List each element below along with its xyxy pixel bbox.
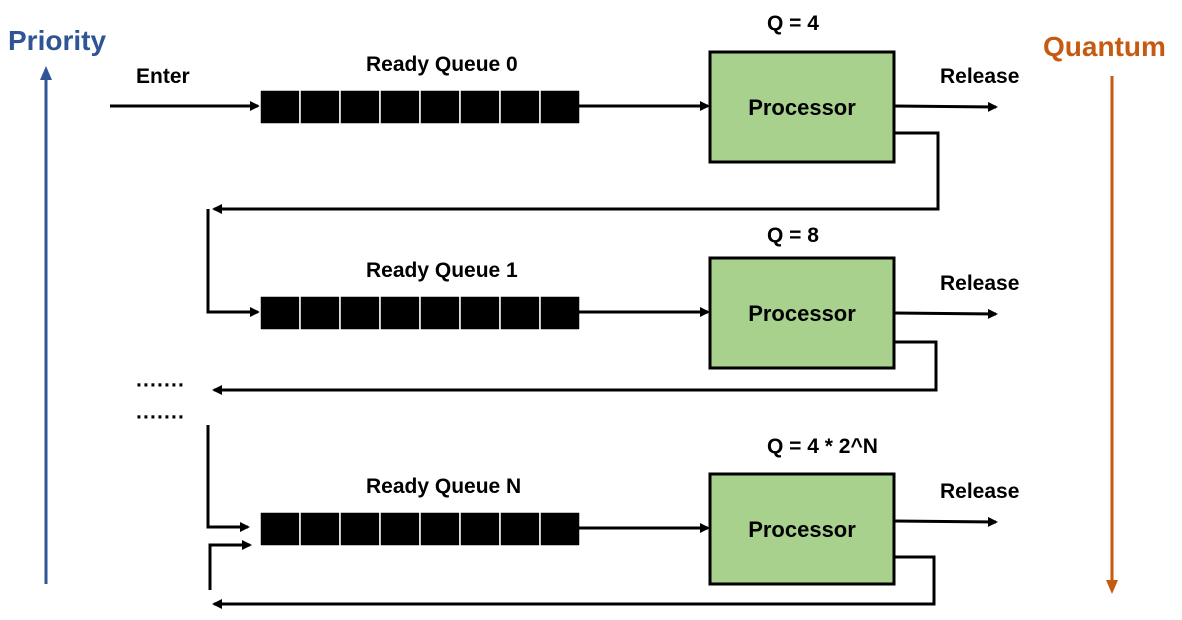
processor-1-label: Processor xyxy=(748,301,856,326)
demote-0-entry-line xyxy=(206,209,260,317)
queue-slot xyxy=(339,511,381,547)
queue-1-quantum: Q = 8 xyxy=(767,224,819,247)
queue-0-quantum: Q = 4 xyxy=(767,12,819,35)
queue-slot xyxy=(419,511,461,547)
release-n-label: Release xyxy=(940,480,1019,503)
queue-1-label: Ready Queue 1 xyxy=(366,259,518,282)
queue-slot xyxy=(459,295,501,331)
queue-slot xyxy=(339,295,381,331)
ellipsis-2: ······· xyxy=(136,406,185,429)
queue-slot xyxy=(379,89,421,125)
release-1-label: Release xyxy=(940,272,1019,295)
processor-0-label: Processor xyxy=(748,95,856,120)
queue-1: Ready Queue 1 Q = 8 Processor Release xyxy=(206,209,1019,395)
queue-slot xyxy=(299,295,341,331)
queue-n: Ready Queue N Q = 4 * 2^N Processor Rele… xyxy=(206,425,1019,609)
queue-slot xyxy=(539,511,581,547)
queue-slot xyxy=(499,511,541,547)
processor-n-box xyxy=(708,472,896,586)
queue-slot xyxy=(459,89,501,125)
queue-slot xyxy=(299,89,341,125)
queue-slot xyxy=(499,295,541,331)
queue-slot xyxy=(379,295,421,331)
queue-0-cells xyxy=(259,89,581,125)
demote-n-entry-line xyxy=(206,425,250,532)
queue-slot xyxy=(339,89,381,125)
release-0-arrow xyxy=(893,101,998,112)
processor-n-label: Processor xyxy=(748,517,856,542)
release-0-label: Release xyxy=(940,65,1019,88)
queue-slot xyxy=(459,511,501,547)
queue-slot xyxy=(299,511,341,547)
queue-slot xyxy=(539,295,581,331)
release-1-arrow xyxy=(893,308,998,319)
queue-slot xyxy=(499,89,541,125)
demote-0-line xyxy=(212,131,940,214)
enter-label: Enter xyxy=(136,65,190,88)
quantum-arrow-head xyxy=(1106,580,1118,594)
queue-0: Ready Queue 0 Q = 4 Processor Release xyxy=(212,12,1019,214)
demote-1-line xyxy=(212,340,938,395)
queue-slot xyxy=(379,511,421,547)
ellipsis-1: ······· xyxy=(136,374,185,397)
priority-arrow-head xyxy=(40,66,52,80)
queue-1-cells xyxy=(259,295,581,331)
queue-n-label: Ready Queue N xyxy=(366,475,521,498)
queue-slot xyxy=(259,89,301,125)
queue-0-label: Ready Queue 0 xyxy=(366,53,518,76)
queue-n-cells xyxy=(259,511,581,547)
release-n-arrow xyxy=(893,516,998,527)
queue-slot xyxy=(259,511,301,547)
processor-0-box xyxy=(708,50,896,164)
queue-slot xyxy=(539,89,581,125)
queue-slot xyxy=(259,295,301,331)
priority-label: Priority xyxy=(8,25,106,56)
loop-back-entry-line xyxy=(208,540,252,590)
queue-slot xyxy=(419,89,461,125)
demote-n-loop-line xyxy=(212,555,936,609)
queue-n-quantum: Q = 4 * 2^N xyxy=(767,435,878,458)
queue-slot xyxy=(419,295,461,331)
quantum-label: Quantum xyxy=(1043,31,1166,62)
